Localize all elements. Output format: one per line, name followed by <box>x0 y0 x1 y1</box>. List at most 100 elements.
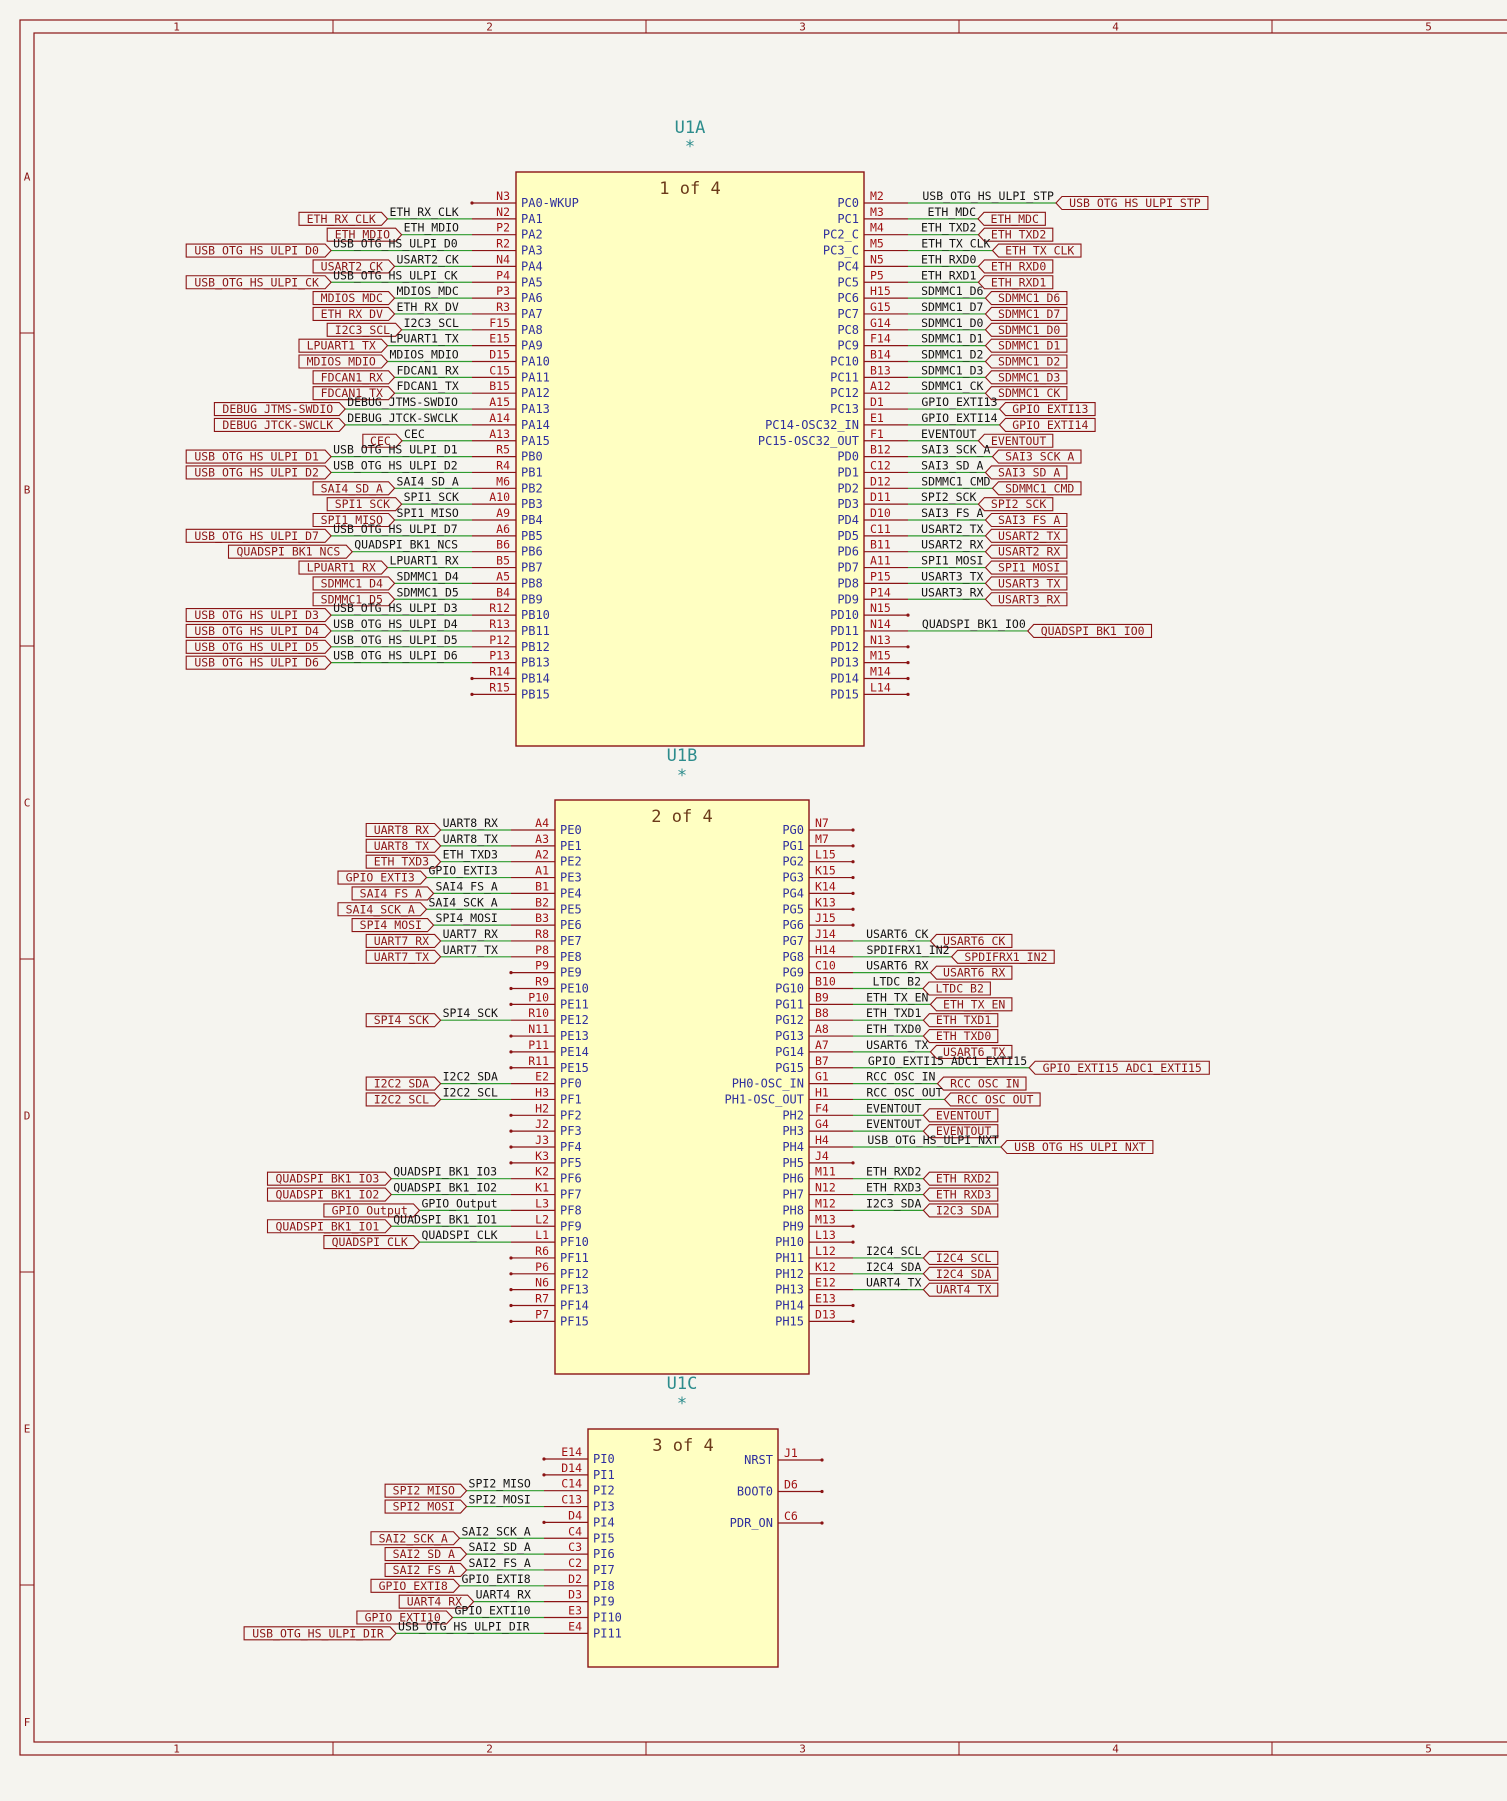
pin-number: M2 <box>870 189 884 203</box>
pin-name: PH14 <box>775 1299 804 1313</box>
pin-number: B4 <box>496 585 510 599</box>
pin-name: PD2 <box>837 481 859 495</box>
net-name: GPIO_Output <box>421 1196 497 1210</box>
pin-name: NRST <box>744 1453 773 1467</box>
pin-name: PG10 <box>775 982 804 996</box>
pin-number: A14 <box>489 411 510 425</box>
pin-number: M7 <box>815 832 829 846</box>
global-label-shape <box>929 1044 1013 1059</box>
pin-name: PE7 <box>560 934 582 948</box>
pin-name: PD12 <box>830 640 859 654</box>
global-label-text: ETH_RX_DV <box>321 307 383 321</box>
net-name: QUADSPI_BK1_IO2 <box>393 1181 497 1195</box>
net-name: USB_OTG_HS_ULPI_D0 <box>333 237 458 251</box>
pin-number: M13 <box>815 1212 836 1226</box>
pin-number: D6 <box>784 1478 798 1492</box>
global-label-text: QUADSPI_BK1_NCS <box>236 545 340 559</box>
pin-name: PE10 <box>560 982 589 996</box>
global-label-shape <box>984 322 1068 337</box>
global-label-text: SDMMC1_D1 <box>998 339 1060 353</box>
global-label-text: MDIOS_MDC <box>321 291 383 305</box>
net-name: I2C4_SCL <box>866 1244 921 1258</box>
pin-name: PG2 <box>782 855 804 869</box>
pin-name: PA6 <box>521 291 543 305</box>
global-label-text: UART7_TX <box>374 950 429 964</box>
net-name: ETH_TXD0 <box>866 1022 921 1036</box>
global-label-shape <box>991 481 1082 496</box>
global-label-shape <box>984 354 1068 369</box>
global-label-shape <box>384 1547 468 1562</box>
global-label-text: I2C3_SCL <box>335 323 390 337</box>
pin-number: K3 <box>535 1149 549 1163</box>
global-label-shape <box>984 291 1068 306</box>
global-label-shape <box>298 560 389 575</box>
global-label-text: RCC_OSC_OUT <box>957 1092 1033 1106</box>
net-name: USB_OTG_HS_ULPI_D2 <box>333 458 458 472</box>
global-label-shape <box>243 1626 397 1641</box>
pin-number: B8 <box>815 1006 829 1020</box>
global-label-shape <box>185 639 332 654</box>
net-name: SDMMC1_CMD <box>921 474 990 488</box>
net-name: SPDIFRX1_IN2 <box>867 943 950 957</box>
global-label-shape <box>922 1266 999 1281</box>
pin-endpoint <box>906 645 910 649</box>
global-label-shape <box>984 370 1068 385</box>
pin-number: A15 <box>489 395 510 409</box>
pin-name: PD10 <box>830 608 859 622</box>
pin-name: PA10 <box>521 355 550 369</box>
pin-name: PC3_C <box>823 244 859 258</box>
net-name: GPIO_EXTI14 <box>921 411 997 425</box>
pin-number: J1 <box>784 1446 798 1460</box>
global-label-shape <box>266 1171 392 1186</box>
net-name: USB_OTG_HS_ULPI_D5 <box>333 633 458 647</box>
pin-number: M4 <box>870 221 884 235</box>
pin-name: PH8 <box>782 1203 804 1217</box>
pin-name: PE12 <box>560 1013 589 1027</box>
pin-endpoint <box>820 1489 824 1494</box>
pin-name: PI1 <box>593 1468 615 1482</box>
global-label-shape <box>337 902 428 917</box>
global-label-shape <box>991 243 1082 258</box>
pin-name: PA4 <box>521 259 543 273</box>
net-name: ETH_TX_EN <box>866 990 928 1004</box>
global-label-shape <box>984 386 1068 401</box>
pin-number: E14 <box>561 1445 582 1459</box>
pin-number: B2 <box>535 895 549 909</box>
frame-row-label: B <box>24 484 31 497</box>
pin-name: PC4 <box>837 259 859 273</box>
pin-name: PD11 <box>830 624 859 638</box>
global-label-shape <box>977 433 1054 448</box>
net-name: SPI4_MOSI <box>436 911 498 925</box>
pin-name: PC15-OSC32_OUT <box>758 434 859 448</box>
frame-col-label-top: 5 <box>1425 21 1432 34</box>
global-label-shape <box>362 433 403 448</box>
global-label-shape <box>185 275 332 290</box>
pin-name: PI9 <box>593 1595 615 1609</box>
global-label-shape <box>312 592 396 607</box>
pin-name: PH0-OSC_IN <box>732 1077 804 1091</box>
net-name: ETH_MDIO <box>404 221 459 235</box>
net-name: SDMMC1_CK <box>921 379 983 393</box>
global-label-shape <box>922 1029 999 1044</box>
global-label-text: USB_OTG_HS_ULPI_D2 <box>194 465 319 479</box>
net-name: GPIO_EXTI3 <box>429 864 498 878</box>
global-label-shape <box>998 401 1096 417</box>
net-name: QUADSPI_BK1_NCS <box>354 538 458 552</box>
pin-number: B1 <box>535 879 549 893</box>
pin-number: M12 <box>815 1196 836 1210</box>
global-label-text: UART4_RX <box>407 1595 462 1609</box>
pin-name: PC0 <box>837 196 859 210</box>
net-name: I2C2_SCL <box>443 1085 498 1099</box>
pin-name: PD15 <box>830 687 859 701</box>
pin-number: K2 <box>535 1165 549 1179</box>
pin-name: PA0-WKUP <box>521 196 579 210</box>
net-name: SAI3_SCK_A <box>921 443 990 457</box>
net-name: EVENTOUT <box>866 1117 921 1131</box>
pin-endpoint <box>820 1458 824 1462</box>
net-name: SAI4_FS_A <box>436 879 498 893</box>
net-name: GPIO_EXTI13 <box>921 395 997 409</box>
global-label-text: GPIO_EXTI8 <box>379 1579 448 1593</box>
global-label-text: USB_OTG_HS_ULPI_STP <box>1069 196 1201 210</box>
global-label-shape <box>984 512 1068 528</box>
pin-number: A11 <box>870 554 891 568</box>
